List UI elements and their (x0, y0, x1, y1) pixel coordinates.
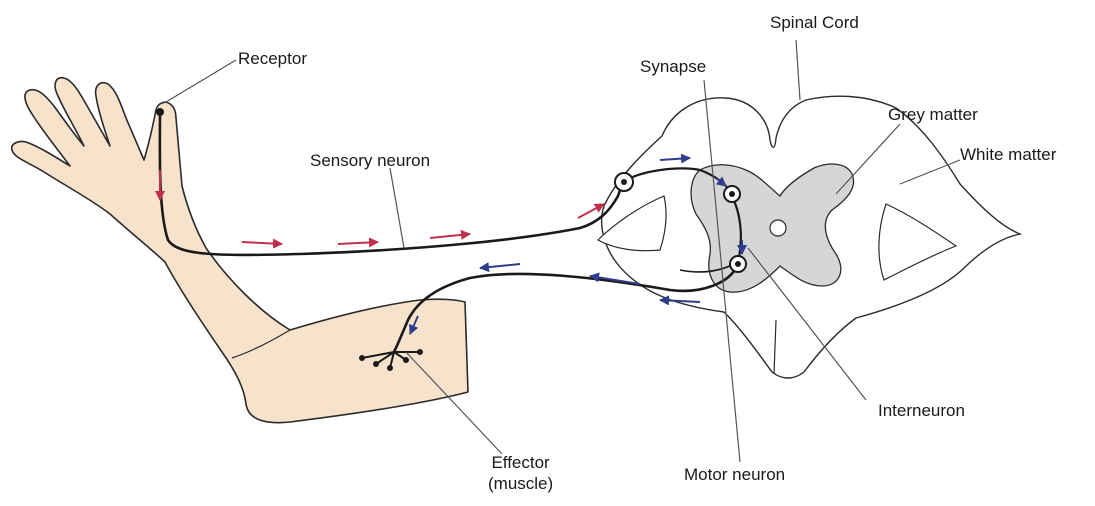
motor-cell-nucleus (735, 261, 741, 267)
interneuron-cell-nucleus (729, 191, 735, 197)
synapse-label: Synapse (640, 56, 706, 77)
effector-label-line1: Effector (488, 452, 553, 473)
grey-matter-label: Grey matter (888, 104, 978, 125)
receptor-ending (156, 108, 164, 116)
afferent-arrow (578, 204, 604, 218)
efferent-arrow (480, 264, 520, 268)
sensory-neuron-path (160, 112, 624, 255)
sensory-cell-nucleus (621, 179, 627, 185)
spinal-cord-cross-section (598, 96, 1020, 378)
receptor-label: Receptor (238, 48, 307, 69)
afferent-arrows (160, 170, 604, 244)
motor-neuron-label: Motor neuron (684, 464, 785, 485)
spinal-cord-label: Spinal Cord (770, 12, 859, 33)
effector-label-line2: (muscle) (488, 473, 553, 494)
central-canal (770, 220, 786, 236)
sensory-neuron-label: Sensory neuron (310, 150, 430, 171)
leader-sensory-neuron (390, 168, 404, 248)
white-matter-label: White matter (960, 144, 1056, 165)
afferent-arrow (338, 242, 378, 244)
leader-receptor (166, 60, 236, 102)
leader-spinal-cord (796, 40, 800, 100)
effector-label: Effector (muscle) (488, 452, 553, 495)
afferent-arrow (430, 234, 470, 238)
afferent-arrow (242, 242, 282, 244)
interneuron-label: Interneuron (878, 400, 965, 421)
